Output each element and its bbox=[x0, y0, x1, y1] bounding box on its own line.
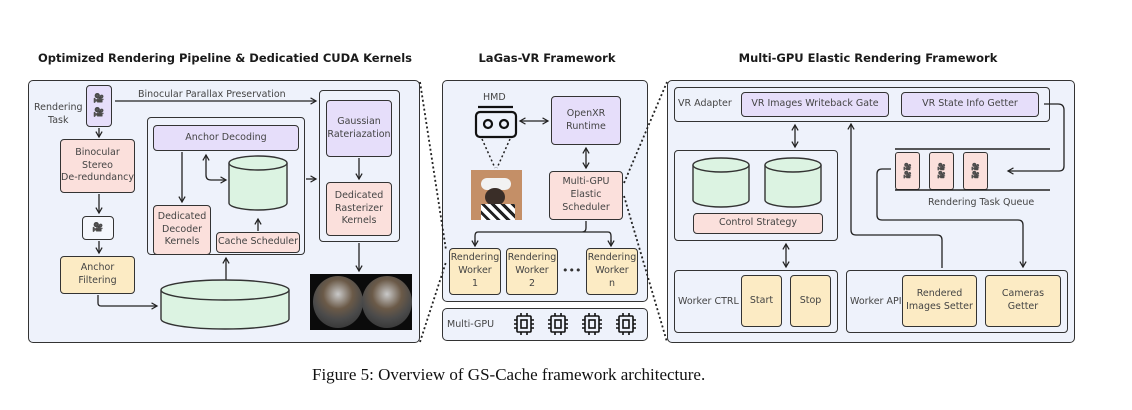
scene-model-label: 3D Gaussian Scene Model bbox=[163, 305, 287, 316]
camera-icon: 🎥 bbox=[937, 163, 946, 171]
rendering-worker-1: Rendering Worker 1 bbox=[449, 248, 501, 295]
cameras-getter-box: Cameras Getter bbox=[985, 275, 1061, 327]
patterned-shirt bbox=[481, 204, 515, 220]
rendering-task-label: Rendering Task bbox=[34, 102, 83, 126]
statistics-label: Statistics bbox=[771, 186, 815, 197]
left-eye-view bbox=[313, 276, 363, 328]
state-info-getter-box: VR State Info Getter bbox=[901, 92, 1039, 117]
right-eye-view bbox=[362, 276, 412, 328]
camera-icon: 🎥 bbox=[971, 171, 980, 179]
rasterizer-kernels-box: Dedicated Rasterizer Kernels bbox=[326, 182, 392, 236]
worker-states-label: Worker States bbox=[703, 182, 737, 206]
camera-icon: 🎥 bbox=[971, 163, 980, 171]
worker-ellipsis: ••• bbox=[562, 264, 582, 277]
queue-item: 🎥🎥 bbox=[929, 152, 954, 190]
decoder-kernels-box: Dedicated Decoder Kernels bbox=[153, 205, 211, 255]
left-panel-title: Optimized Rendering Pipeline & Dedicatie… bbox=[37, 51, 413, 65]
stereo-de-redundancy-box: Binocular Stereo De-redundancy bbox=[60, 139, 135, 193]
queue-item: 🎥🎥 bbox=[895, 152, 920, 190]
stereo-render-image bbox=[310, 274, 412, 330]
head bbox=[485, 188, 505, 206]
gaussian-rasterization-box: Gaussian Rateriazation bbox=[326, 100, 392, 157]
center-camera-box: 🎥 bbox=[82, 216, 114, 240]
worker-ctrl-label: Worker CTRL bbox=[678, 296, 739, 307]
rendering-worker-n: Rendering Worker n bbox=[586, 248, 638, 295]
camera-icon: 🎥 bbox=[903, 171, 912, 179]
rendering-task-cameras: 🎥 🎥 bbox=[86, 85, 112, 127]
worker-api-label: Worker API bbox=[850, 296, 902, 307]
multi-gpu-bar bbox=[442, 308, 648, 341]
start-button: Start bbox=[741, 275, 782, 327]
images-setter-box: Rendered Images Setter bbox=[902, 275, 977, 327]
writeback-gate-box: VR Images Writeback Gate bbox=[741, 92, 889, 117]
figure-caption: Figure 5: Overview of GS-Cache framework… bbox=[312, 365, 706, 384]
vr-adapter-label: VR Adapter bbox=[678, 98, 732, 109]
stop-button: Stop bbox=[790, 275, 831, 327]
camera-icon: 🎥 bbox=[903, 163, 912, 171]
control-strategy-box: Control Strategy bbox=[693, 213, 823, 234]
queue-item: 🎥🎥 bbox=[963, 152, 988, 190]
rendering-worker-2: Rendering Worker 2 bbox=[506, 248, 558, 295]
center-camera-icon: 🎥 bbox=[92, 222, 104, 233]
right-panel-title: Multi-GPU Elastic Rendering Framework bbox=[738, 51, 998, 65]
openxr-runtime-box: OpenXR Runtime bbox=[551, 96, 621, 145]
anchor-decoding-box: Anchor Decoding bbox=[153, 125, 299, 151]
camera-icon: 🎥 bbox=[937, 171, 946, 179]
headset-strap bbox=[481, 178, 511, 190]
middle-panel-title: LaGas-VR Framework bbox=[478, 51, 616, 65]
cache-label: Cache bbox=[244, 190, 274, 201]
stereo-camera-icon: 🎥 bbox=[93, 93, 105, 104]
task-queue-label: Rendering Task Queue bbox=[928, 197, 1035, 208]
stereo-camera-icon: 🎥 bbox=[93, 108, 105, 118]
user-photo bbox=[471, 170, 522, 220]
multi-gpu-label: Multi-GPU bbox=[447, 319, 495, 330]
hmd-label: HMD bbox=[483, 92, 506, 103]
anchor-filtering-box: Anchor Filtering bbox=[60, 256, 135, 294]
cache-scheduler-box: Cache Scheduler bbox=[216, 232, 300, 253]
binocular-parallax-label: Binocular Parallax Preservation bbox=[138, 89, 286, 100]
elastic-scheduler-box: Multi-GPU Elastic Scheduler bbox=[549, 171, 623, 220]
